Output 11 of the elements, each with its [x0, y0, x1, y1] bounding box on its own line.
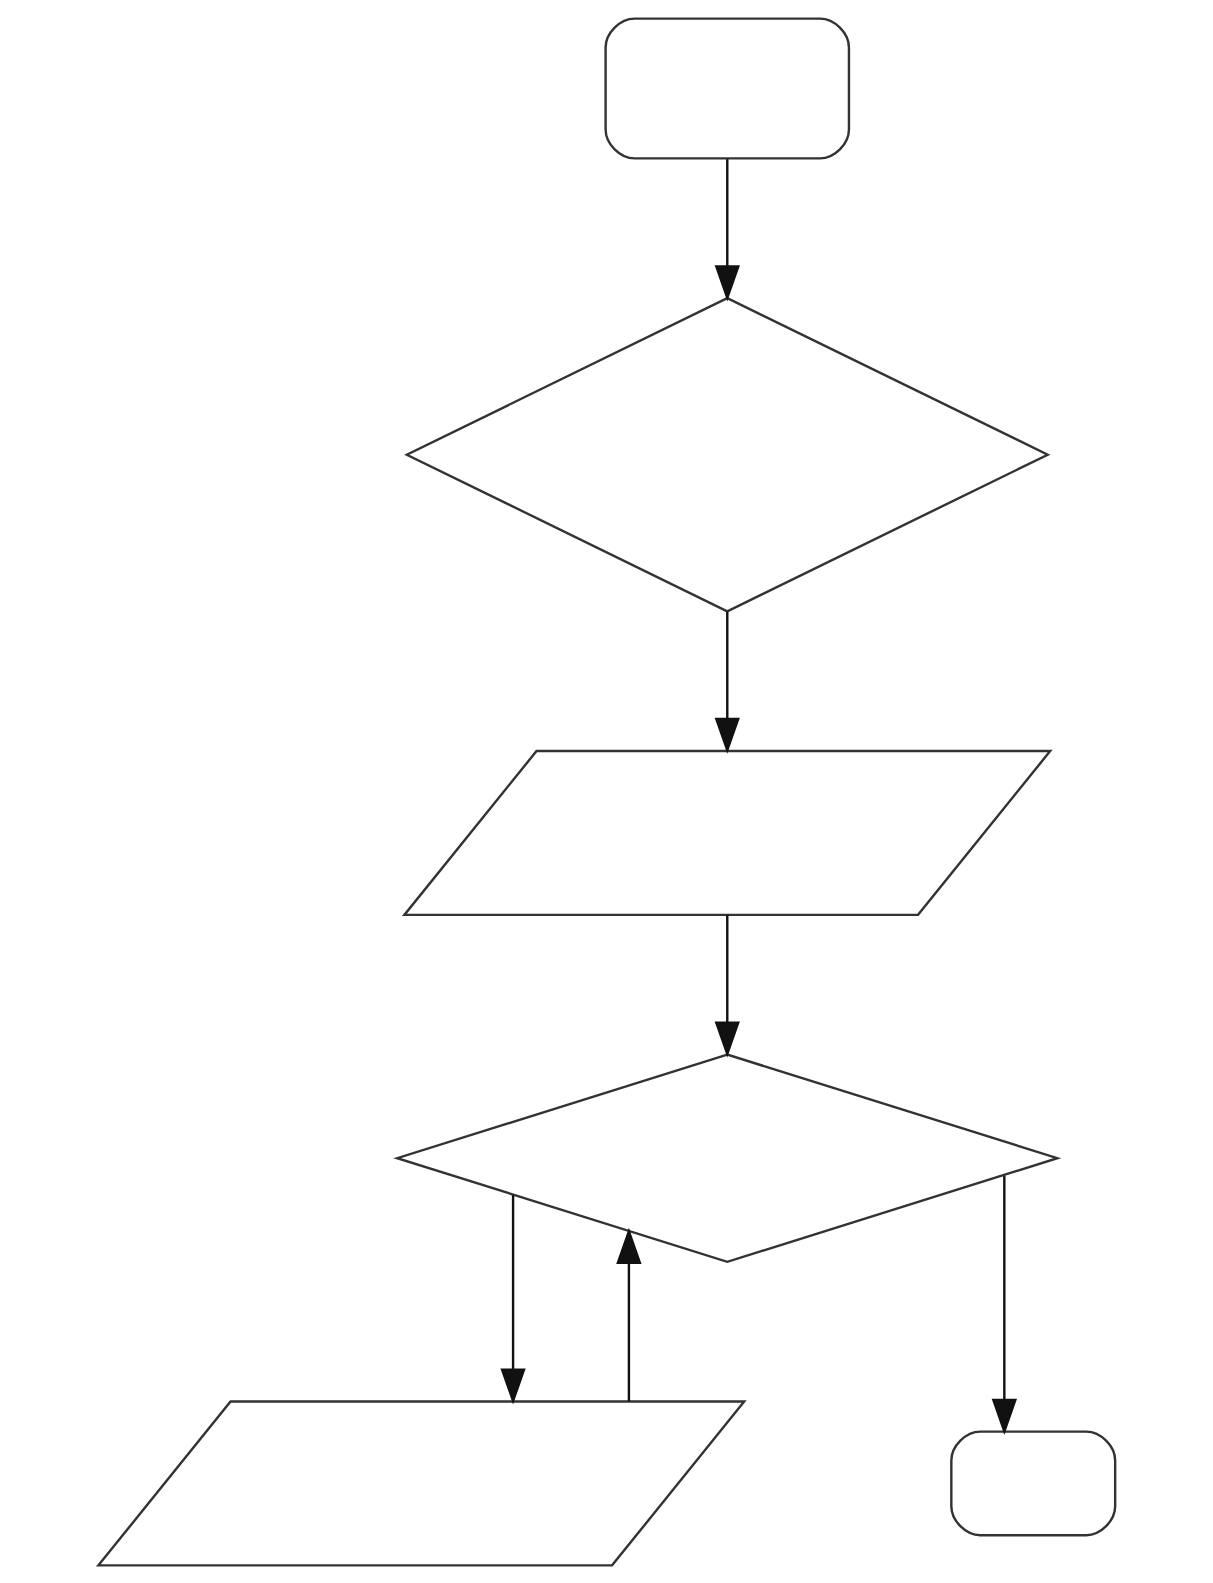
- node-parallelogram: [95, 1399, 747, 1567]
- arrow: [714, 611, 740, 754]
- arrow: [991, 1175, 1017, 1435]
- arrow: [714, 158, 740, 301]
- arrow: [500, 1194, 526, 1405]
- node-parallelogram: [401, 749, 1053, 916]
- node-box: [604, 16, 851, 160]
- node-box: [950, 1429, 1117, 1536]
- node-diamond: [404, 296, 1051, 613]
- arrow: [616, 1227, 642, 1401]
- arrow: [714, 914, 740, 1058]
